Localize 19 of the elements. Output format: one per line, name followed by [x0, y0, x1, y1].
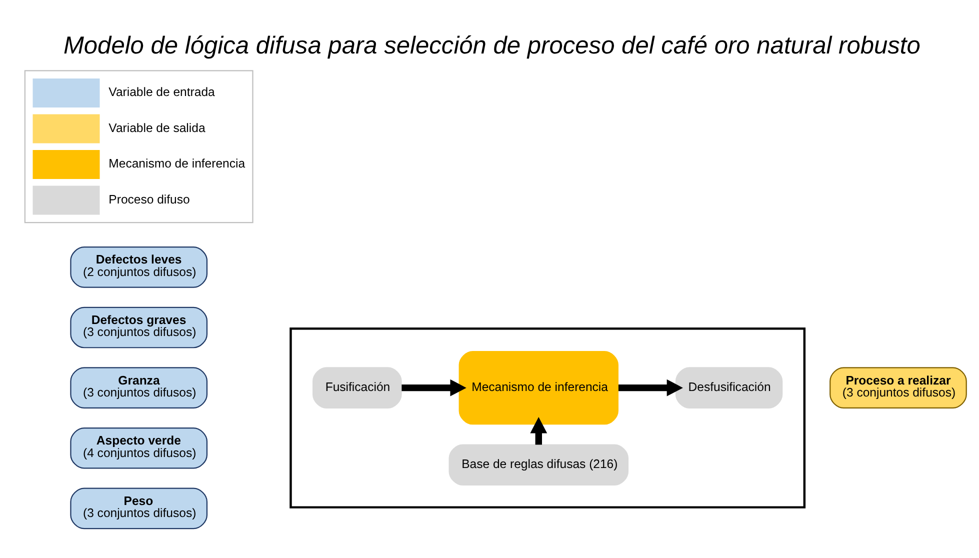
legend-label: Mecanismo de inferencia	[108, 156, 246, 170]
node-box: Aspecto verde (4 conjuntos difusos)	[70, 426, 208, 468]
legend-label: Variable de entrada	[108, 84, 215, 99]
node-box: Defectos leves (2 conjuntos difusos)	[70, 246, 208, 288]
node-box: Proceso a realizar (3 conjuntos difusos)	[830, 366, 967, 408]
node-box: Fusificación	[312, 366, 402, 408]
arrow	[618, 378, 683, 396]
legend-label: Proceso difuso	[108, 192, 190, 206]
node-box: Base de reglas difusas (216)	[448, 444, 629, 486]
node-box: Granza (3 conjuntos difusos)	[70, 366, 208, 408]
legend-label: Variable de salida	[108, 120, 206, 134]
cluster	[290, 327, 806, 508]
arrow	[530, 416, 548, 444]
arrow	[402, 378, 466, 396]
node-box: Peso (3 conjuntos difusos)	[70, 487, 208, 529]
node-box: Mecanismo de inferencia	[458, 350, 618, 424]
diagram-title: Modelo de lógica difusa para selección de proceso del café oro natural robusto	[63, 32, 920, 59]
node-box: Desfusificación	[675, 366, 783, 408]
node-box: Defectos graves (3 conjuntos difusos)	[70, 306, 208, 348]
